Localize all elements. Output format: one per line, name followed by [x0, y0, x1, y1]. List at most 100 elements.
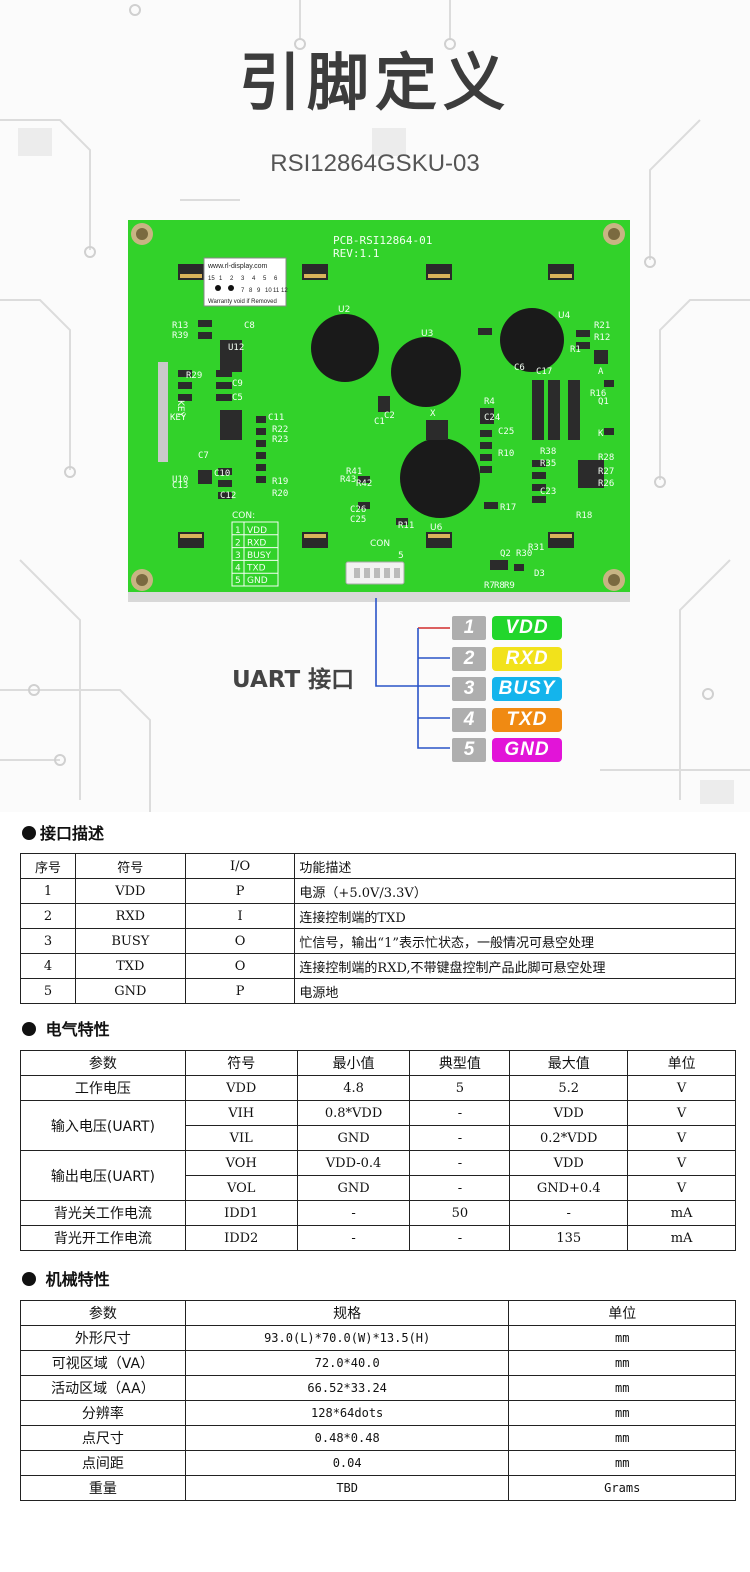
table-cell: 0.04 — [184, 1450, 510, 1476]
smd-component — [256, 416, 266, 423]
part-label: U10 — [172, 475, 188, 485]
smd-component — [256, 440, 266, 447]
table-cell: TXD — [74, 953, 186, 979]
part-label: R20 — [272, 489, 288, 499]
table-cell: mm — [508, 1400, 736, 1426]
sticker-cell: 5 — [263, 276, 267, 282]
uart-connector: CON 5 — [345, 539, 405, 585]
table-cell: 0.8*VDD — [296, 1100, 411, 1126]
smd-component — [576, 330, 590, 337]
sticker-url: www.rl-display.com — [207, 263, 268, 270]
table-cell: mA — [627, 1200, 736, 1226]
table-cell: - — [296, 1200, 411, 1226]
sticker-cell: 7 — [241, 288, 245, 294]
smd-component — [218, 480, 232, 487]
pin-number: 1 — [452, 616, 486, 640]
part-label: R29 — [186, 371, 202, 381]
part-label: R11 — [398, 521, 414, 531]
part-label: C12 — [220, 491, 236, 501]
part-label: R39 — [172, 331, 188, 341]
part-label: C13 — [172, 481, 188, 491]
table-cell: 4.8 — [296, 1075, 411, 1101]
con-row-signal: TXD — [246, 564, 266, 574]
mounting-holes — [131, 223, 625, 591]
smd-component — [480, 454, 492, 461]
electrical-section-title: 电气特性 — [22, 1016, 110, 1040]
smd-component — [178, 370, 192, 377]
smd-component — [178, 394, 192, 401]
smd-component — [220, 340, 242, 372]
interface-section-title: 接口描述 — [22, 820, 104, 844]
table-header-cell: 参数 — [20, 1300, 186, 1326]
smd-component — [532, 460, 546, 467]
smd-component — [484, 502, 498, 509]
part-label: C7 — [198, 451, 209, 461]
smd-component — [478, 328, 492, 335]
part-label: A — [598, 367, 604, 377]
smd-component — [256, 428, 266, 435]
smd-component — [568, 380, 580, 440]
pin-number: 4 — [452, 707, 486, 732]
table-cell: V — [627, 1100, 736, 1126]
part-label: R9 — [504, 581, 515, 591]
table-cell: GND — [296, 1175, 411, 1201]
table-header-cell: 功能描述 — [294, 853, 736, 879]
table-cell: VDD — [509, 1150, 629, 1176]
pcb-board: PCB-RSI12864-01 REV:1.1 www.rl-display.c… — [128, 220, 630, 602]
part-label: X — [430, 409, 436, 419]
part-label: Q1 — [598, 397, 609, 407]
bullet-icon — [22, 1272, 36, 1286]
table-cell: RXD — [74, 903, 186, 929]
smd-component — [216, 370, 232, 377]
sticker-cell: 8 — [249, 288, 253, 294]
table-header-cell: 序号 — [20, 853, 76, 879]
smd-component — [532, 484, 546, 491]
con-row-signal: BUSY — [247, 551, 271, 561]
circuit-background — [0, 0, 750, 812]
table-cell: - — [296, 1225, 411, 1251]
part-label: C11 — [268, 413, 284, 423]
parameter-cell: 工作电压 — [20, 1075, 186, 1101]
table-cell: I — [184, 903, 296, 929]
table-cell: V — [627, 1125, 736, 1151]
part-label: R26 — [598, 479, 614, 489]
parameter-cell: 背光开工作电流 — [20, 1225, 186, 1251]
part-label: R13 — [172, 321, 188, 331]
smd-component — [594, 350, 608, 364]
part-label: U12 — [228, 343, 244, 353]
table-cell: 66.52*33.24 — [184, 1375, 510, 1401]
smd-component — [532, 472, 546, 479]
table-cell: VDD — [509, 1100, 629, 1126]
parameter-cell: 活动区域（AA） — [20, 1375, 186, 1401]
table-cell: VDD-0.4 — [296, 1150, 411, 1176]
table-cell: - — [409, 1100, 511, 1126]
table-cell: GND — [74, 978, 186, 1004]
table-cell: 3 — [20, 928, 76, 954]
part-label: R21 — [594, 321, 610, 331]
smd-component — [178, 382, 192, 389]
part-label: R10 — [498, 449, 514, 459]
smd-component — [426, 420, 448, 440]
pin-signal-name: VDD — [492, 616, 562, 640]
table-header-cell: 单位 — [627, 1050, 736, 1076]
part-label: C10 — [214, 469, 230, 479]
table-cell: 1 — [20, 878, 76, 904]
table-cell: VDD — [74, 878, 186, 904]
smd-component — [396, 518, 408, 525]
table-cell: O — [184, 928, 296, 954]
part-label: R28 — [598, 453, 614, 463]
table-cell: - — [409, 1150, 511, 1176]
table-cell: - — [409, 1225, 511, 1251]
smd-component — [514, 564, 524, 571]
model-number: RSI12864GSKU-03 — [270, 150, 480, 177]
mechanical-section-title: 机械特性 — [22, 1266, 110, 1290]
